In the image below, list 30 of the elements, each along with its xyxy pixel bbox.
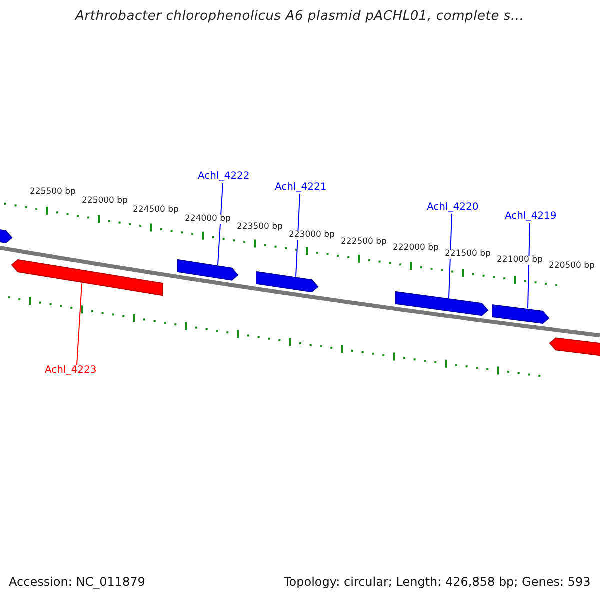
gene-label: Achl_4223	[45, 366, 97, 376]
leader-line	[296, 194, 300, 278]
gene-label: Achl_4220	[427, 203, 479, 213]
leader-line	[76, 283, 82, 366]
gene-label: Achl_4219	[505, 212, 557, 222]
position-label: 224000 bp	[184, 215, 232, 224]
position-label: 221500 bp	[444, 250, 492, 258]
gene-bar	[549, 338, 600, 359]
gene-label: Achl_4221	[275, 183, 327, 193]
gene-label: Achl_4222	[198, 172, 250, 182]
genome-summary-text: Topology: circular; Length: 426,858 bp; Genes: 593	[284, 576, 591, 588]
accession-text: Accession: NC_011879	[9, 576, 146, 588]
position-label: 223500 bp	[236, 223, 284, 232]
position-label: 221000 bp	[496, 256, 544, 264]
leader-line	[218, 182, 224, 266]
leader-line	[528, 222, 530, 310]
leader-line	[448, 214, 452, 299]
position-label: 225500 bp	[29, 188, 77, 196]
position-label: 220500 bp	[548, 262, 596, 270]
gene-bar	[11, 259, 164, 296]
title: Arthrobacter chlorophenolicus A6 plasmid pACHL01, complete s...	[76, 10, 524, 23]
gene-bar	[256, 271, 319, 293]
gene-bar	[396, 291, 489, 316]
position-label: 222500 bp	[340, 238, 388, 246]
gene-bar	[178, 259, 239, 281]
position-label: 224500 bp	[132, 206, 180, 214]
position-label: 222000 bp	[392, 244, 440, 252]
position-label: 225000 bp	[81, 197, 129, 206]
position-label: 223000 bp	[288, 231, 336, 240]
gene-bar	[492, 304, 550, 324]
